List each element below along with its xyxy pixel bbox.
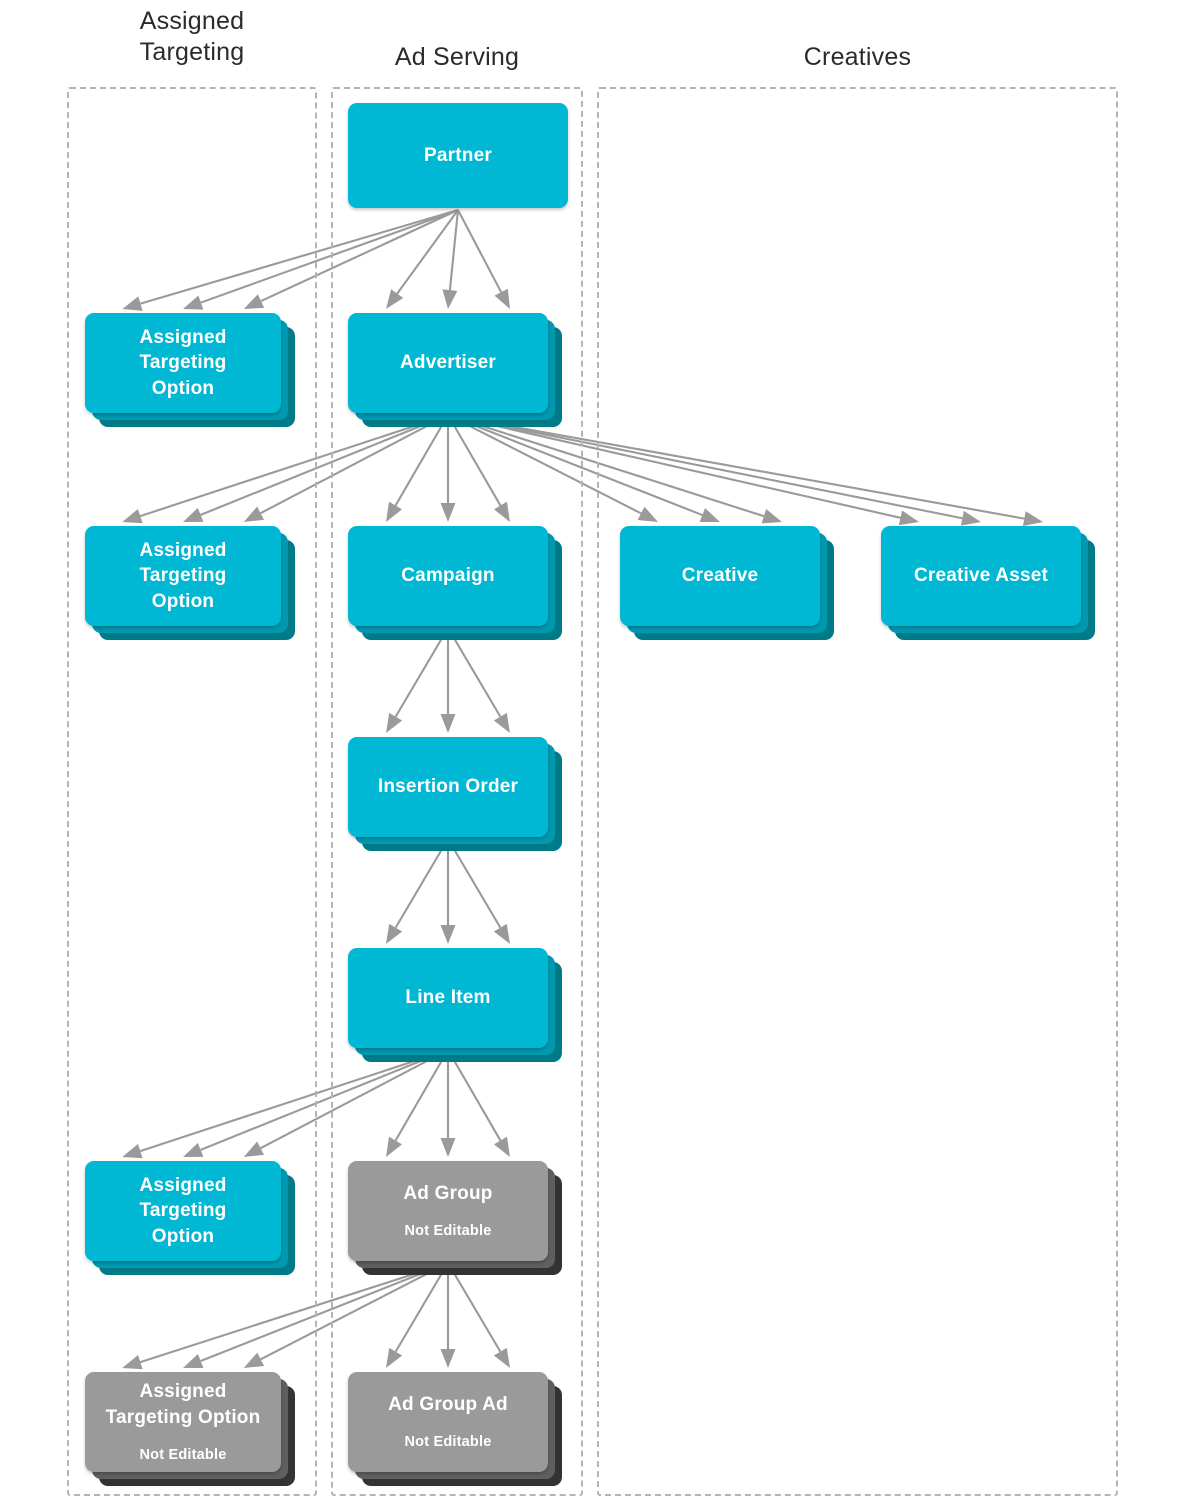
group-container-ad-serving xyxy=(331,87,583,1496)
node-advertiser[interactable]: Advertiser xyxy=(348,313,562,427)
node-title: Campaign xyxy=(401,565,495,587)
node-card[interactable]: Ad Group Ad Not Editable xyxy=(348,1372,548,1472)
group-container-creatives xyxy=(597,87,1118,1496)
column-header-ad-serving: Ad Serving xyxy=(331,42,583,73)
node-insertion-order[interactable]: Insertion Order xyxy=(348,737,562,851)
node-partner[interactable]: Partner xyxy=(348,103,568,208)
column-header-label: Ad Serving xyxy=(394,43,520,71)
node-line-item[interactable]: Line Item xyxy=(348,948,562,1062)
column-header-assigned-targeting: Assigned Targeting xyxy=(67,6,317,67)
column-header-label: Creatives xyxy=(803,43,912,71)
node-creative[interactable]: Creative xyxy=(620,526,834,640)
node-card[interactable]: Campaign xyxy=(348,526,548,626)
node-title: Assigned Targeting Option xyxy=(139,1175,227,1247)
node-title: Advertiser xyxy=(400,352,496,374)
node-title: Assigned Targeting Option xyxy=(105,1381,261,1428)
node-subtitle: Not Editable xyxy=(404,1223,492,1240)
node-card[interactable]: Line Item xyxy=(348,948,548,1048)
group-container-assigned-targeting xyxy=(67,87,317,1496)
node-title: Assigned Targeting Option xyxy=(139,327,227,399)
column-header-creatives: Creatives xyxy=(597,42,1118,73)
node-campaign[interactable]: Campaign xyxy=(348,526,562,640)
node-ato-line-item[interactable]: Assigned Targeting Option xyxy=(85,1161,295,1275)
node-ad-group-ad[interactable]: Ad Group Ad Not Editable xyxy=(348,1372,562,1486)
node-title: Line Item xyxy=(405,987,491,1009)
node-card[interactable]: Creative Asset xyxy=(881,526,1081,626)
node-ato-advertiser[interactable]: Assigned Targeting Option xyxy=(85,526,295,640)
node-subtitle: Not Editable xyxy=(404,1434,492,1451)
node-title: Creative Asset xyxy=(913,565,1049,587)
node-card[interactable]: Assigned Targeting Option xyxy=(85,1161,281,1261)
node-title: Partner xyxy=(424,144,492,166)
node-card[interactable]: Insertion Order xyxy=(348,737,548,837)
node-creative-asset[interactable]: Creative Asset xyxy=(881,526,1095,640)
node-card[interactable]: Partner xyxy=(348,103,568,208)
node-ato-partner[interactable]: Assigned Targeting Option xyxy=(85,313,295,427)
column-header-label: Assigned Targeting xyxy=(139,7,245,66)
node-card[interactable]: Advertiser xyxy=(348,313,548,413)
node-card[interactable]: Assigned Targeting Option xyxy=(85,313,281,413)
node-title: Insertion Order xyxy=(377,776,519,798)
node-card[interactable]: Creative xyxy=(620,526,820,626)
node-title: Ad Group Ad xyxy=(388,1393,508,1415)
node-card[interactable]: Assigned Targeting Option xyxy=(85,526,281,626)
node-title: Creative xyxy=(681,565,759,587)
node-subtitle: Not Editable xyxy=(139,1446,227,1463)
node-title: Assigned Targeting Option xyxy=(139,540,227,612)
node-title: Ad Group xyxy=(403,1182,493,1204)
